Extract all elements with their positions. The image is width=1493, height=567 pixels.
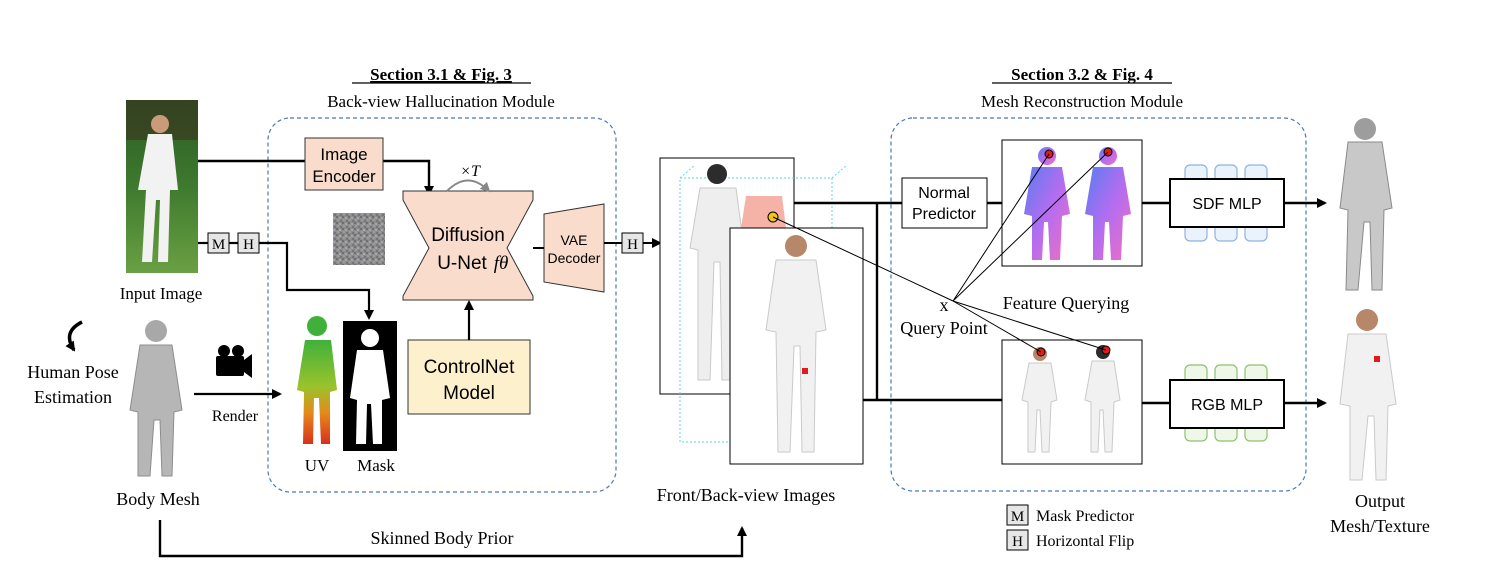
svg-text:Diffusion: Diffusion (431, 225, 505, 246)
section-subtitle-right: Mesh Reconstruction Module (981, 92, 1183, 111)
query-point-label: Query Point (900, 318, 988, 338)
uv-render (297, 316, 337, 444)
svg-text:Encoder: Encoder (312, 167, 376, 186)
svg-text:Image: Image (320, 145, 367, 164)
svg-text:RGB MLP: RGB MLP (1191, 397, 1263, 414)
svg-text:fθ: fθ (494, 253, 509, 274)
legend-mask-predictor: M Mask Predictor (1006, 504, 1135, 526)
svg-text:Decoder: Decoder (548, 250, 601, 266)
query-point-x: x (940, 295, 949, 315)
front-back-images-label: Front/Back-view Images (657, 485, 835, 505)
pose-estimation-arrow-icon (65, 320, 83, 352)
legend-horizontal-flip: H Horizontal Flip (1006, 529, 1134, 551)
output-mesh (1339, 118, 1393, 291)
noise-latent (333, 213, 385, 265)
input-image (126, 100, 198, 273)
svg-text:Mask Predictor: Mask Predictor (1036, 508, 1135, 525)
svg-text:U-Net: U-Net (437, 253, 487, 274)
vae-decoder-box: VAE Decoder (543, 203, 605, 293)
mask-predictor-tag: M (207, 232, 230, 254)
svg-text:SDF MLP: SDF MLP (1192, 196, 1261, 213)
horizontal-flip-tag-output: H (621, 232, 644, 254)
rgb-images (1001, 339, 1143, 465)
svg-text:M: M (1011, 509, 1024, 525)
normal-maps (1001, 139, 1143, 267)
svg-text:Normal: Normal (918, 185, 970, 202)
rgb-mlp-box: RGB MLP (1169, 364, 1285, 442)
mask-label: Mask (357, 456, 395, 475)
pose-estimation-label-2: Estimation (34, 387, 112, 407)
svg-text:ControlNet: ControlNet (424, 357, 516, 378)
pose-estimation-label-1: Human Pose (27, 362, 119, 382)
query-lines (772, 151, 1109, 353)
output-label-2: Mesh/Texture (1330, 516, 1430, 536)
svg-text:Horizontal Flip: Horizontal Flip (1036, 533, 1134, 550)
front-back-view-images (659, 157, 864, 465)
svg-text:M: M (212, 237, 225, 253)
iteration-label: ×T (460, 163, 481, 180)
horizontal-flip-tag: H (237, 232, 260, 254)
section-subtitle-left: Back-view Hallucination Module (327, 92, 555, 111)
camera-icon (216, 345, 252, 378)
skinned-body-prior-label: Skinned Body Prior (370, 528, 513, 548)
image-encoder-box: Image Encoder (304, 137, 384, 191)
normal-predictor-box: Normal Predictor (901, 177, 988, 229)
svg-text:H: H (243, 237, 254, 253)
output-label-1: Output (1355, 491, 1405, 511)
svg-text:H: H (627, 237, 638, 253)
input-image-label: Input Image (120, 284, 203, 303)
body-mesh-figure (129, 320, 183, 477)
section-heading-left: Section 3.1 & Fig. 3 (370, 65, 512, 84)
svg-text:Predictor: Predictor (912, 206, 977, 223)
reconstruction-module-frame (890, 117, 1307, 492)
uv-label: UV (305, 456, 330, 475)
svg-text:Model: Model (443, 383, 495, 404)
hallucination-module-frame (267, 117, 617, 493)
sdf-mlp-box: SDF MLP (1169, 164, 1285, 242)
svg-text:VAE: VAE (561, 232, 588, 248)
svg-text:H: H (1012, 534, 1023, 550)
body-mesh-label: Body Mesh (116, 489, 200, 509)
section-heading-right: Section 3.2 & Fig. 4 (1011, 65, 1153, 84)
render-label: Render (212, 408, 259, 425)
diffusion-unet-box: Diffusion U-Net fθ (402, 190, 534, 301)
output-textured-mesh (1339, 309, 1397, 481)
feature-querying-label: Feature Querying (1003, 293, 1129, 313)
controlnet-box: ControlNet Model (407, 339, 531, 415)
